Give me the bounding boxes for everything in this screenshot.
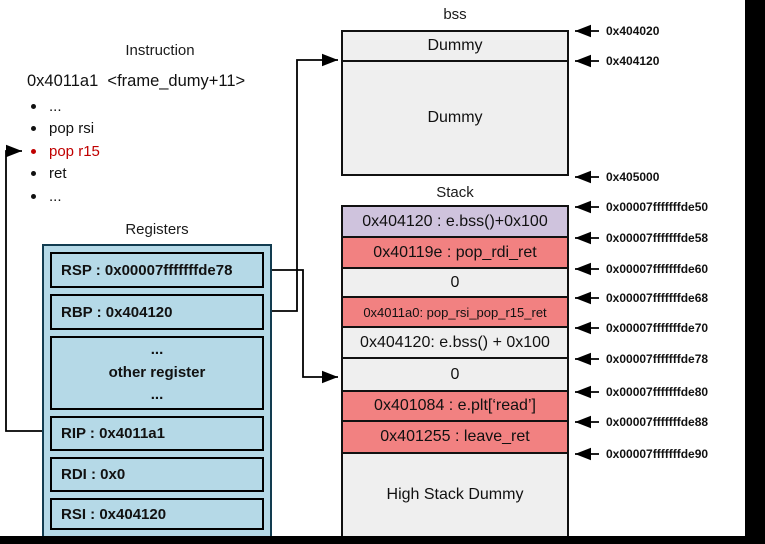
stack-row: 0 [343,269,567,298]
register-other-line: other register [108,363,206,381]
stack-row: 0x404120: e.bss() + 0x100 [343,328,567,359]
instruction-item-label: ... [49,97,62,115]
address-label-stack: 0x00007fffffffde68 [606,291,709,305]
register-other-line: ... [150,386,164,404]
bullet-icon [31,148,36,154]
stack-row: 0x401255 : leave_ret [343,422,567,454]
instruction-item: ... [27,95,100,118]
address-label-stack: 0x00007fffffffde70 [606,321,709,335]
address-label-stack: 0x00007fffffffde88 [606,415,709,429]
address-label-bss: 0x404020 [606,24,660,38]
instruction-item-label: pop rsi [49,120,95,138]
register-rsi: RSI : 0x404120 [50,498,264,530]
bss-box: Dummy Dummy [341,30,569,176]
stack-box: 0x404120 : e.bss()+0x100 0x40119e : pop_… [341,205,569,538]
instruction-item-label: ... [49,187,62,205]
stack-row: 0 [343,359,567,392]
address-label-stack: 0x00007fffffffde58 [606,231,709,245]
instruction-list: ... pop rsi pop r15 ret ... [27,95,100,208]
registers-title: Registers [125,221,189,238]
bullet-icon [31,103,36,109]
stack-row: 0x4011a0: pop_rsi_pop_r15_ret [343,298,567,328]
address-label-stack: 0x00007fffffffde78 [606,352,709,366]
instruction-item: pop rsi [27,118,100,141]
bullet-icon [31,171,36,177]
instruction-item: ... [27,185,100,208]
instruction-header: 0x4011a1 <frame_dumy+11> [27,72,246,90]
arrow-rip-to-instruction [5,144,50,432]
address-label-stack: 0x00007fffffffde80 [606,385,709,399]
letterbox-right-bar [745,0,765,544]
register-rip: RIP : 0x4011a1 [50,416,264,451]
registers-box: RSP : 0x00007fffffffde78 RBP : 0x404120 … [42,244,272,539]
stack-row: 0x401084 : e.plt[‘read’] [343,392,567,422]
register-rbp: RBP : 0x404120 [50,294,264,330]
bss-title: bss [443,6,467,23]
stack-row: High Stack Dummy [343,454,567,536]
stack-row: 0x404120 : e.bss()+0x100 [343,207,567,238]
bullet-icon [31,193,36,199]
bss-row-dummy-small: Dummy [343,32,567,62]
letterbox-bottom-bar [0,536,765,544]
instruction-item-highlighted: pop r15 [27,140,100,163]
address-label-stack: 0x00007fffffffde60 [606,262,709,276]
instruction-item-label: pop r15 [49,142,100,160]
arrow-rsp-to-stack [264,269,338,384]
instruction-item-label: ret [49,165,67,183]
bss-row-dummy-large: Dummy [343,62,567,174]
stack-row: 0x40119e : pop_rdi_ret [343,238,567,269]
register-other-line: ... [150,341,164,359]
arrow-rbp-to-bss [264,53,338,312]
address-label-stack: 0x00007fffffffde50 [606,200,709,214]
register-rdi: RDI : 0x0 [50,457,264,492]
register-other: ... other register ... [50,336,264,410]
address-label-bss: 0x404120 [606,54,660,68]
address-label-bss: 0x405000 [606,170,660,184]
instruction-title: Instruction [125,42,195,59]
stack-title: Stack [436,184,474,201]
address-label-stack: 0x00007fffffffde90 [606,447,709,461]
instruction-item: ret [27,163,100,186]
bullet-icon [31,126,36,132]
register-rsp: RSP : 0x00007fffffffde78 [50,252,264,288]
